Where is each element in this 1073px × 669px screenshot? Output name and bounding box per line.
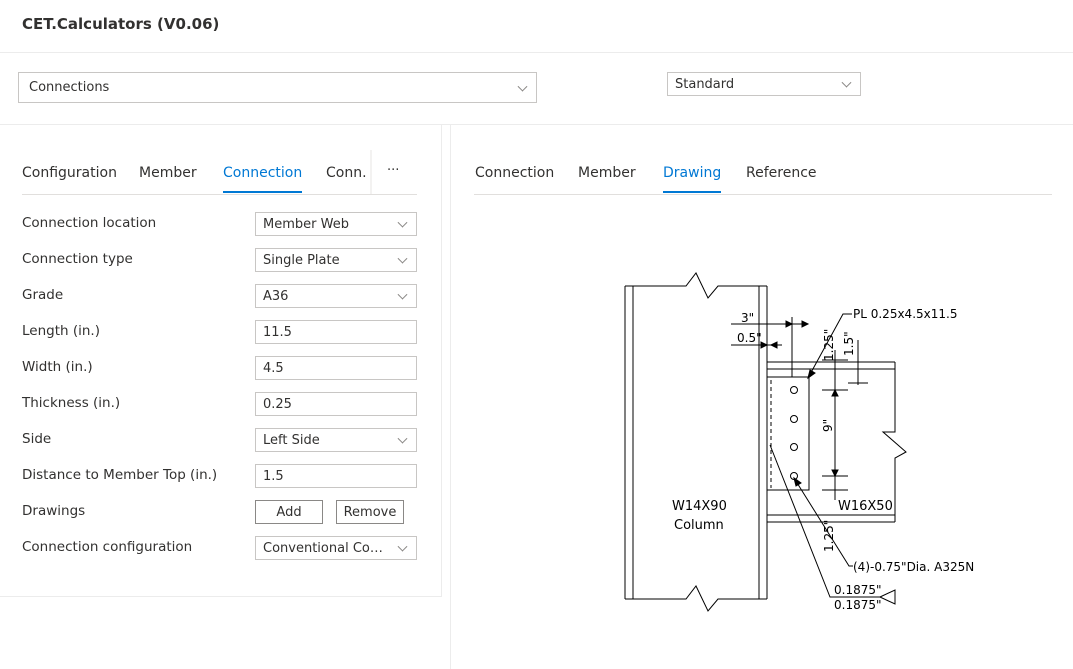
header-divider [0, 52, 1073, 53]
distance-to-top-value: 1.5 [263, 468, 284, 484]
dimension-0-5: 0.5" [737, 331, 762, 345]
weld-size-1: 0.1875" [834, 583, 882, 597]
column-designation: W14X90 [672, 499, 727, 514]
connection-configuration-label: Connection configuration [22, 539, 193, 555]
chevron-down-icon [397, 289, 408, 300]
tab-output-reference[interactable]: Reference [746, 165, 817, 181]
width-input[interactable]: 4.5 [255, 356, 417, 380]
output-tabs-underline [474, 194, 1052, 195]
drawings-label: Drawings [22, 503, 86, 519]
tab-scroll-edge [370, 150, 372, 194]
side-value: Left Side [263, 432, 320, 448]
grade-value: A36 [263, 288, 289, 304]
calculator-select-value: Connections [29, 80, 110, 95]
input-panel [0, 124, 442, 597]
chevron-down-icon [397, 433, 408, 444]
connection-location-label: Connection location [22, 215, 157, 231]
app-title: CET.Calculators (V0.06) [22, 15, 220, 33]
panel-divider [450, 124, 451, 669]
tab-connection[interactable]: Connection [223, 165, 303, 193]
plate-label: PL 0.25x4.5x11.5 [853, 307, 957, 321]
thickness-input[interactable]: 0.25 [255, 392, 417, 416]
connection-location-value: Member Web [263, 216, 349, 232]
beam-designation: W16X50 [838, 499, 893, 514]
tab-overflow-button[interactable]: ··· [387, 163, 400, 178]
toolbar-divider [0, 124, 1073, 125]
grade-label: Grade [22, 287, 64, 303]
chevron-down-icon [397, 253, 408, 264]
connection-type-select[interactable]: Single Plate [255, 248, 417, 272]
length-label: Length (in.) [22, 323, 100, 339]
column-label: Column [674, 518, 724, 533]
standard-select-value: Standard [675, 76, 735, 92]
tab-configuration[interactable]: Configuration [22, 165, 117, 181]
dimension-1-5: 1.5" [842, 331, 856, 356]
grade-select[interactable]: A36 [255, 284, 417, 308]
connection-type-value: Single Plate [263, 252, 340, 268]
chevron-down-icon [397, 541, 408, 552]
side-select[interactable]: Left Side [255, 428, 417, 452]
calculator-select[interactable]: Connections [18, 72, 537, 103]
connection-configuration-select[interactable]: Conventional Conf... [255, 536, 417, 560]
tab-output-member[interactable]: Member [578, 165, 636, 181]
tab-member[interactable]: Member [139, 165, 197, 181]
length-input[interactable]: 11.5 [255, 320, 417, 344]
distance-to-top-input[interactable]: 1.5 [255, 464, 417, 488]
bolts-label: (4)-0.75"Dia. A325N [853, 560, 974, 574]
weld-size-2: 0.1875" [834, 598, 882, 612]
thickness-value: 0.25 [263, 396, 292, 412]
dimension-9: 9" [821, 419, 835, 432]
connection-configuration-value: Conventional Conf... [263, 540, 390, 556]
tab-connection-type[interactable]: Conn. T [326, 165, 370, 181]
dimension-1-25-bottom: 1.25" [822, 520, 836, 552]
side-label: Side [22, 431, 52, 447]
connection-type-label: Connection type [22, 251, 133, 267]
dimension-3: 3" [741, 311, 754, 325]
chevron-down-icon [397, 217, 408, 228]
add-drawing-button[interactable]: Add [255, 500, 323, 524]
tab-output-connection[interactable]: Connection [475, 165, 555, 181]
width-value: 4.5 [263, 360, 284, 376]
tabs-underline [22, 194, 417, 195]
thickness-label: Thickness (in.) [22, 395, 121, 411]
length-value: 11.5 [263, 324, 292, 340]
chevron-down-icon [841, 77, 852, 88]
distance-to-top-label: Distance to Member Top (in.) [22, 467, 218, 483]
chevron-down-icon [517, 81, 528, 92]
width-label: Width (in.) [22, 359, 93, 375]
remove-drawing-button[interactable]: Remove [336, 500, 404, 524]
connection-location-select[interactable]: Member Web [255, 212, 417, 236]
tab-output-drawing[interactable]: Drawing [663, 165, 722, 193]
dimension-1-25-top: 1.25" [822, 329, 836, 361]
standard-select[interactable]: Standard [667, 72, 861, 96]
connection-drawing: PL 0.25x4.5x11.5 3" 0.5" 1.25" 1.5" 9" 1… [624, 272, 974, 612]
